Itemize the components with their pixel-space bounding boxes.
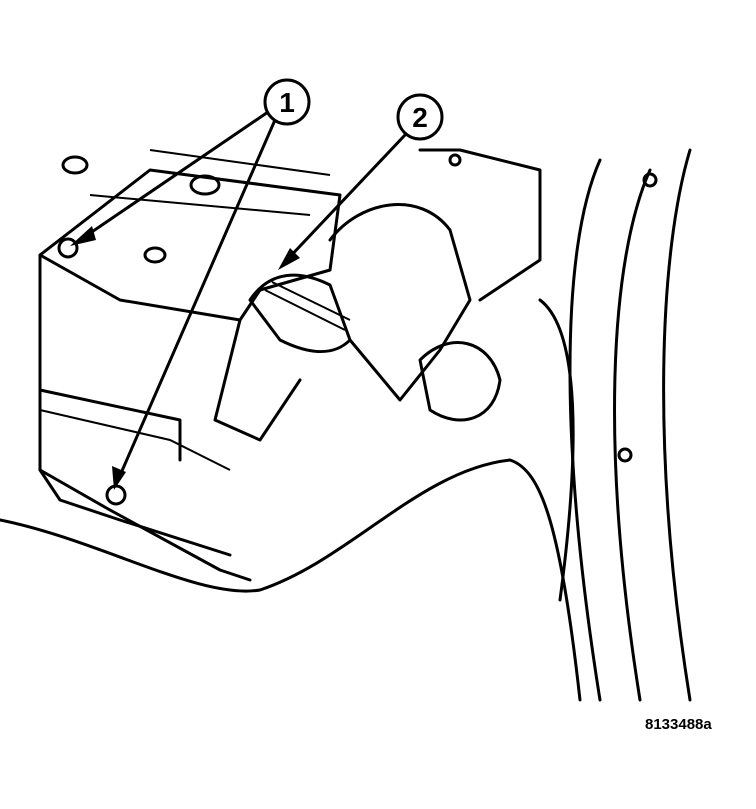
bolt-lower [105,484,127,506]
fender-and-hoses [0,148,692,702]
callout-2-label: 2 [412,102,428,133]
figure-id: 8133488a [645,716,712,733]
callout-2: 2 [278,93,444,270]
callout-1-label: 1 [279,87,295,118]
callout-1: 1 [70,78,311,490]
air-cleaner-housing [38,149,342,582]
air-duct [213,203,502,442]
bolt-upper [57,237,79,259]
bolts [57,237,127,506]
